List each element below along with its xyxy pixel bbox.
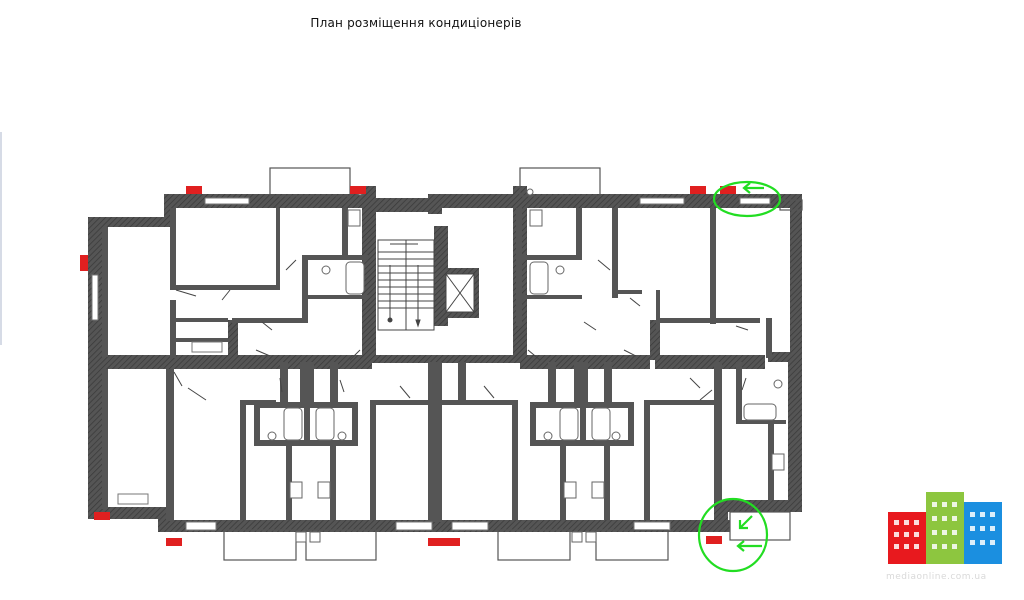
bathroom-fixtures xyxy=(267,188,785,543)
ac-unit xyxy=(94,512,110,520)
staircase xyxy=(377,239,435,331)
ac-units xyxy=(80,186,736,546)
page-title: План розміщення кондиціонерів xyxy=(310,16,522,30)
ac-unit xyxy=(350,186,366,194)
ac-unit xyxy=(80,255,88,271)
highlight-top-right xyxy=(712,180,782,218)
arrow-left-icon xyxy=(742,182,764,194)
ac-unit xyxy=(186,186,202,194)
ac-unit xyxy=(706,536,722,544)
watermark-text: mediaonline.com.ua xyxy=(886,572,987,582)
ac-unit xyxy=(720,186,736,194)
outer-walls xyxy=(88,186,802,532)
highlight-bottom-right xyxy=(697,497,769,573)
arrow-left-icon xyxy=(736,540,762,552)
arrow-down-left-icon xyxy=(738,515,753,530)
ac-unit xyxy=(428,538,444,546)
ac-unit xyxy=(690,186,706,194)
balconies xyxy=(223,167,803,561)
windows xyxy=(91,197,771,531)
ac-unit xyxy=(166,538,182,546)
doors xyxy=(173,259,749,401)
company-logo xyxy=(888,492,1002,564)
inner-walls xyxy=(102,208,786,522)
ac-unit xyxy=(444,538,460,546)
elevator-icon xyxy=(441,268,479,318)
